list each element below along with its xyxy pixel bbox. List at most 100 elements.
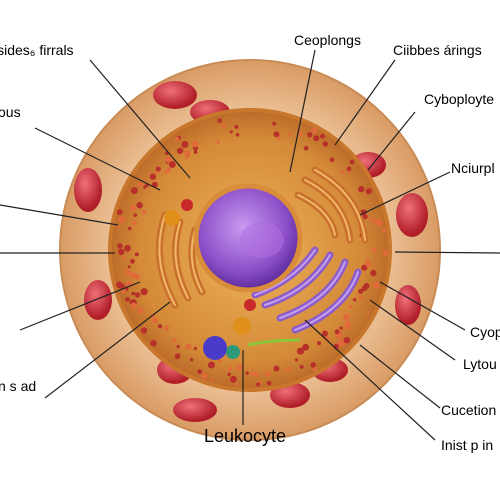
granule <box>273 365 280 372</box>
granule <box>207 361 215 369</box>
granule <box>322 141 329 147</box>
granule <box>353 298 357 302</box>
leader-lines <box>0 49 500 441</box>
granule <box>228 366 233 371</box>
granule <box>128 226 132 231</box>
granule <box>164 325 170 331</box>
granule <box>211 379 214 383</box>
label-right-4: Nciurpl <box>451 160 495 176</box>
granule <box>294 358 299 362</box>
granule <box>185 343 192 350</box>
granule <box>245 371 249 375</box>
granule <box>141 327 148 334</box>
granule <box>358 295 363 300</box>
granule <box>117 248 125 256</box>
granule <box>358 185 365 193</box>
label-right-3: Cyboployte <box>424 91 495 107</box>
granule <box>320 133 325 139</box>
granule <box>256 382 261 387</box>
granule <box>349 159 355 165</box>
granule <box>123 255 127 260</box>
granule <box>140 288 148 296</box>
granule <box>334 329 340 335</box>
granule <box>152 318 158 324</box>
granule <box>189 358 194 362</box>
granule <box>297 347 305 355</box>
granule <box>273 131 280 138</box>
granule <box>310 362 316 368</box>
granule <box>365 258 370 262</box>
granule <box>133 213 138 217</box>
granule <box>176 147 184 154</box>
granule <box>372 281 380 289</box>
granule <box>346 166 352 172</box>
granule <box>382 250 389 257</box>
granule <box>155 166 161 172</box>
granule <box>321 330 328 337</box>
granule <box>121 288 127 294</box>
granule <box>236 364 243 371</box>
surface-granules <box>74 81 428 422</box>
granule <box>130 258 135 264</box>
label-right-1: Ceoplongs <box>294 32 361 48</box>
granule <box>127 265 131 269</box>
granule <box>175 136 179 141</box>
granule <box>155 170 159 175</box>
granule <box>348 304 353 309</box>
label-right-2: Ciibbes árings <box>393 42 482 58</box>
granule <box>116 209 123 216</box>
golgi-highlight <box>158 169 366 306</box>
granule <box>234 124 239 129</box>
granule <box>307 132 313 138</box>
granule <box>197 369 203 375</box>
granule <box>131 272 138 279</box>
granule <box>317 341 322 346</box>
granule <box>358 288 364 294</box>
nucleolus <box>240 222 284 258</box>
granule <box>217 359 222 363</box>
granule <box>336 339 344 347</box>
label-right-7: Cucetion <box>441 402 497 418</box>
granule <box>230 375 237 383</box>
label-right-5: Cyop <box>470 324 500 340</box>
granule <box>313 135 320 142</box>
granule <box>201 373 208 379</box>
granule <box>343 336 351 344</box>
granule <box>365 188 372 195</box>
granule <box>185 155 189 159</box>
granule <box>266 381 272 386</box>
granule <box>265 371 272 378</box>
granule <box>235 133 240 137</box>
granule <box>136 201 143 209</box>
granule <box>339 170 344 175</box>
granule <box>342 313 350 321</box>
granule <box>124 244 131 252</box>
granule <box>370 217 376 222</box>
granule <box>164 170 169 174</box>
granule <box>312 366 318 372</box>
label-left-6: n s ad <box>0 378 37 394</box>
granule <box>172 338 177 343</box>
granule <box>137 181 144 187</box>
granule <box>165 156 173 164</box>
granule <box>115 224 120 229</box>
granule <box>287 133 292 137</box>
granule <box>124 269 131 276</box>
granule <box>116 281 123 289</box>
label-right-6: Lytou <box>463 356 497 372</box>
granule <box>344 321 352 328</box>
granule <box>143 185 147 189</box>
granule <box>370 269 377 277</box>
cytoplasm-granules <box>115 118 389 387</box>
granule <box>176 344 180 349</box>
granule <box>371 247 377 253</box>
granule <box>286 366 291 371</box>
granule <box>299 364 304 369</box>
label-right-8: Inist p in <box>441 437 494 453</box>
granule <box>137 307 144 314</box>
granule <box>130 187 138 195</box>
granule <box>362 285 367 291</box>
granule <box>150 340 157 347</box>
